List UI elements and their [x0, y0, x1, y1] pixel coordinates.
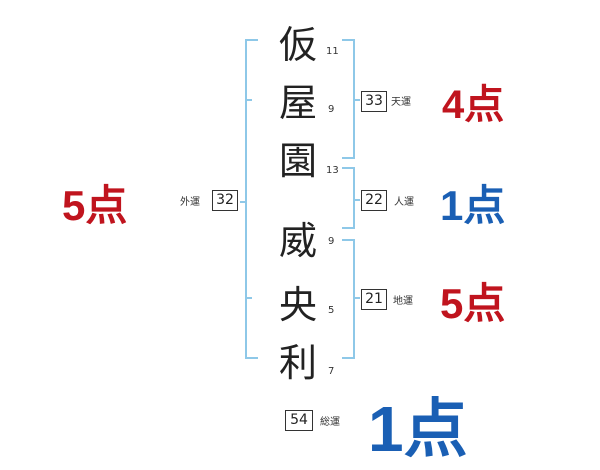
tenkaku-bracket: [342, 39, 360, 159]
gaikaku-value-box: 32: [212, 190, 238, 211]
stroke-count-3: 13: [326, 165, 339, 176]
jinkaku-bracket: [342, 167, 360, 229]
stroke-count-4: 9: [328, 236, 335, 247]
chikaku-label: 地運: [393, 296, 413, 307]
tenkaku-score: 4点: [442, 83, 505, 127]
stroke-count-2: 9: [328, 104, 335, 115]
tenkaku-value-box: 33: [361, 91, 387, 112]
name-char-2: 屋: [278, 81, 317, 125]
outer-bracket: [240, 39, 258, 359]
name-char-1: 仮: [278, 23, 317, 67]
chikaku-bracket: [342, 239, 360, 359]
gaikaku-label: 外運: [180, 197, 200, 208]
jinkaku-value-box: 22: [361, 190, 387, 211]
stroke-count-1: 11: [326, 46, 339, 57]
gaikaku-score: 5点: [62, 182, 128, 229]
name-char-5: 央: [278, 283, 317, 327]
name-char-4: 威: [278, 219, 317, 263]
jinkaku-score: 1点: [440, 182, 506, 229]
name-char-6: 利: [278, 341, 317, 385]
chikaku-score: 5点: [440, 280, 506, 327]
stroke-count-6: 7: [328, 366, 335, 377]
tenkaku-label: 天運: [391, 97, 411, 108]
stroke-count-5: 5: [328, 305, 335, 316]
soukaku-value-box: 54: [285, 410, 313, 431]
soukaku-label: 総運: [320, 417, 340, 428]
jinkaku-label: 人運: [394, 197, 414, 208]
chikaku-value-box: 21: [361, 289, 387, 310]
name-char-3: 園: [278, 139, 317, 183]
soukaku-score: 1点: [368, 393, 468, 465]
